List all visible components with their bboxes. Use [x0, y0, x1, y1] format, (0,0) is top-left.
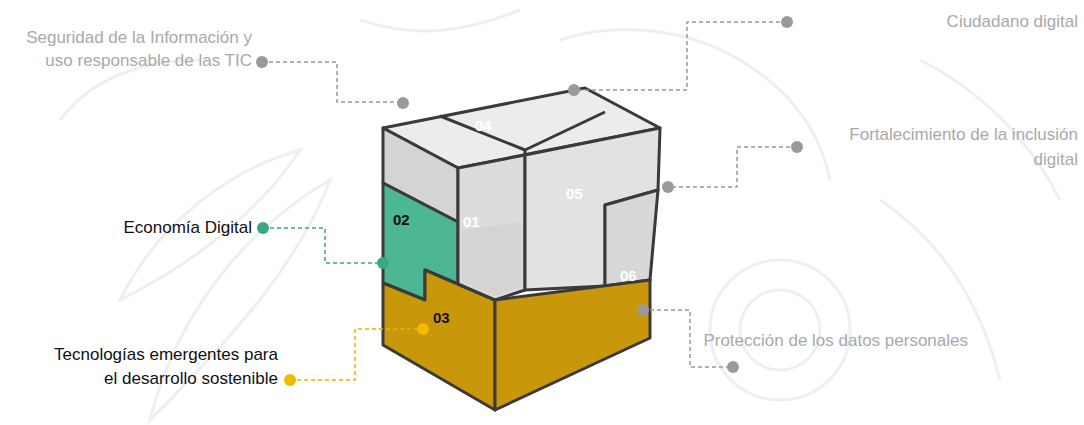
leader-lines: [262, 22, 797, 380]
callout-label: Seguridad de la Información y uso respon…: [2, 26, 252, 72]
cavity-shade: [462, 222, 521, 296]
callout-number: 04: [475, 118, 492, 133]
leader-dots: [256, 16, 803, 386]
callout-label: Economía Digital: [40, 216, 252, 240]
callout-label: Fortalecimiento de la inclusión digital: [820, 122, 1078, 172]
callout-number: 05: [566, 186, 583, 201]
callout-label: Protección de los datos personales: [700, 328, 968, 353]
callout-number: 01: [463, 214, 480, 229]
callout-number: 02: [393, 212, 410, 227]
callout-number: 03: [433, 310, 450, 325]
callout-label: Tecnologías emergentes para el desarroll…: [40, 343, 278, 391]
callout-number: 06: [620, 268, 637, 283]
cube: [383, 88, 660, 410]
callout-label: Ciudadano digital: [840, 10, 1078, 33]
